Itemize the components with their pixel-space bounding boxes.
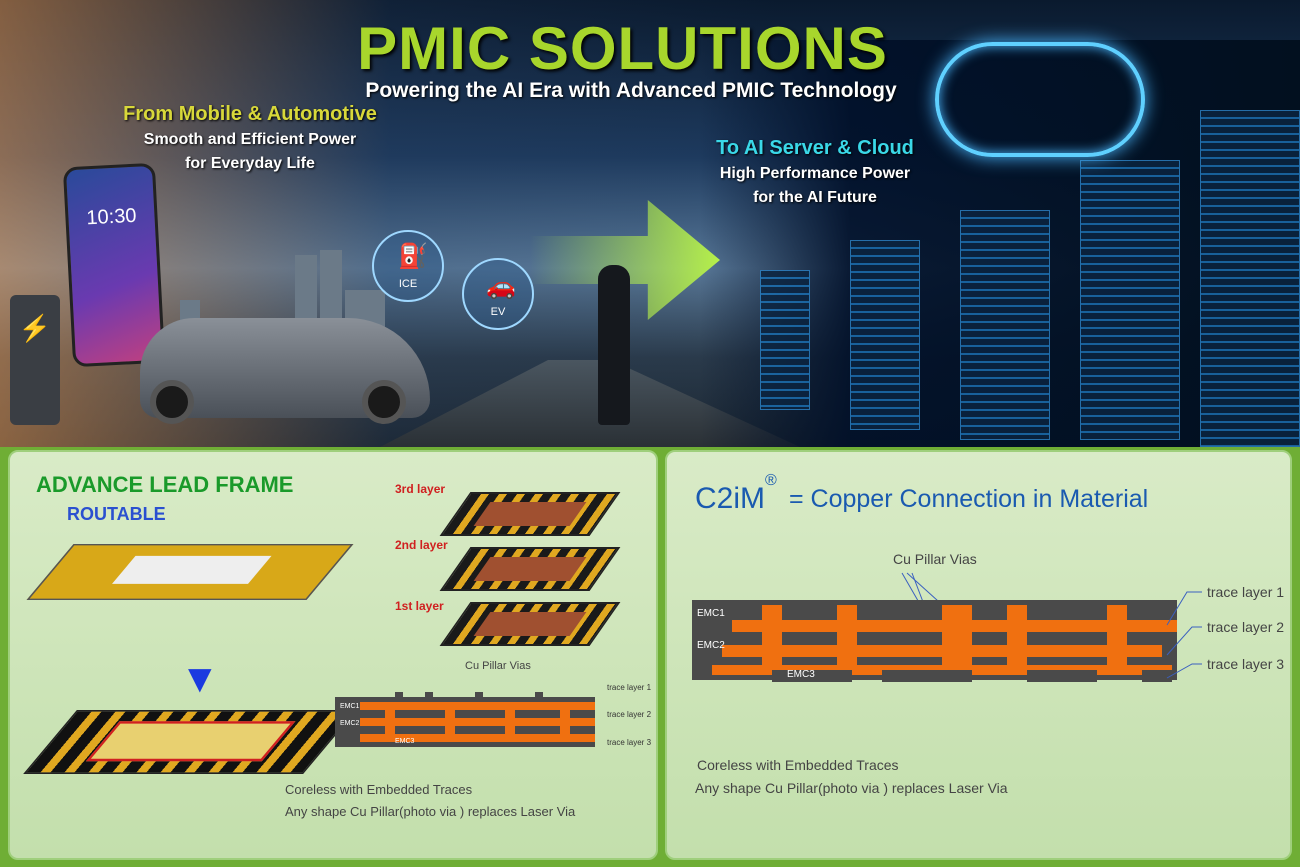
registered-mark: ® <box>765 472 777 489</box>
trace-label: trace layer 2 <box>1207 619 1284 635</box>
emc-label: EMC1 <box>340 703 360 710</box>
brand-name: C2iM <box>695 482 766 515</box>
cross-section-diagram: EMC1 EMC2 EMC3 trace layer 1 trace layer… <box>335 683 652 747</box>
packaged-chip-diagram <box>23 710 357 774</box>
server-room <box>700 40 1300 447</box>
emc-label: EMC2 <box>697 640 725 651</box>
lead-frame-panel: ADVANCE LEAD FRAME ROUTABLE ▼ 3rd layer … <box>8 450 658 860</box>
left-line2: for Everyday Life <box>185 155 315 172</box>
page-title: PMIC SOLUTIONS <box>357 15 888 82</box>
lead-frame-diagram <box>26 544 354 600</box>
cross-section-diagram: EMC1 EMC2 EMC3 trace layer 1 trace layer… <box>692 572 1284 682</box>
layer-label: 1st layer <box>395 599 444 613</box>
note: Coreless with Embedded Traces <box>285 782 473 797</box>
trace-label: trace layer 1 <box>607 683 652 692</box>
hero-banner: ⚡ 10:30 ⛽ICE 🚗EV PMIC SOLUTIONS Powering… <box>0 0 1300 447</box>
car-icon: 🚗EV <box>462 258 534 330</box>
layer-label: 3rd layer <box>395 482 446 496</box>
emc-label: EMC1 <box>697 608 725 619</box>
fuel-pump-icon: ⛽ICE <box>372 230 444 302</box>
trace-label: trace layer 3 <box>607 738 652 747</box>
layer-1-diagram <box>439 602 621 646</box>
c2im-panel: C2iM ® = Copper Connection in Material C… <box>665 450 1292 860</box>
note: Any shape Cu Pillar(photo via ) replaces… <box>285 804 576 819</box>
icon-label: ICE <box>398 278 418 290</box>
note: Coreless with Embedded Traces <box>697 757 899 773</box>
layer-2-diagram <box>439 547 621 591</box>
page-subtitle: Powering the AI Era with Advanced PMIC T… <box>365 79 897 102</box>
trace-label: trace layer 3 <box>1207 656 1284 672</box>
emc-label: EMC2 <box>340 720 360 727</box>
smartphone: 10:30 <box>62 162 166 368</box>
layer-label: 2nd layer <box>395 538 448 552</box>
ev-car <box>140 318 430 424</box>
right-line1: High Performance Power <box>719 165 911 182</box>
walking-businessman <box>598 265 630 425</box>
phone-time: 10:30 <box>85 204 138 230</box>
panel-title: = Copper Connection in Material <box>789 485 1149 513</box>
arrow-down-icon: ▼ <box>180 657 220 701</box>
ev-charger: ⚡ <box>10 295 60 425</box>
right-heading: To AI Server & Cloud <box>716 137 914 159</box>
vias-label: Cu Pillar Vias <box>465 660 531 672</box>
note: Any shape Cu Pillar(photo via ) replaces… <box>695 780 1008 796</box>
lightning-icon: ⚡ <box>18 313 52 343</box>
emc-label: EMC3 <box>787 669 815 680</box>
panel-subtitle: ROUTABLE <box>67 504 166 524</box>
trace-label: trace layer 2 <box>607 710 652 719</box>
trace-label: trace layer 1 <box>1207 584 1284 600</box>
layer-3-diagram <box>439 492 621 536</box>
left-line1: Smooth and Efficient Power <box>143 131 357 148</box>
vias-label: Cu Pillar Vias <box>893 551 977 567</box>
left-heading: From Mobile & Automotive <box>123 103 377 125</box>
right-line2: for the AI Future <box>753 189 877 206</box>
icon-label: EV <box>490 306 506 318</box>
cloud-icon <box>935 42 1145 157</box>
panel-title: ADVANCE LEAD FRAME <box>36 472 294 497</box>
emc-label: EMC3 <box>395 738 415 745</box>
